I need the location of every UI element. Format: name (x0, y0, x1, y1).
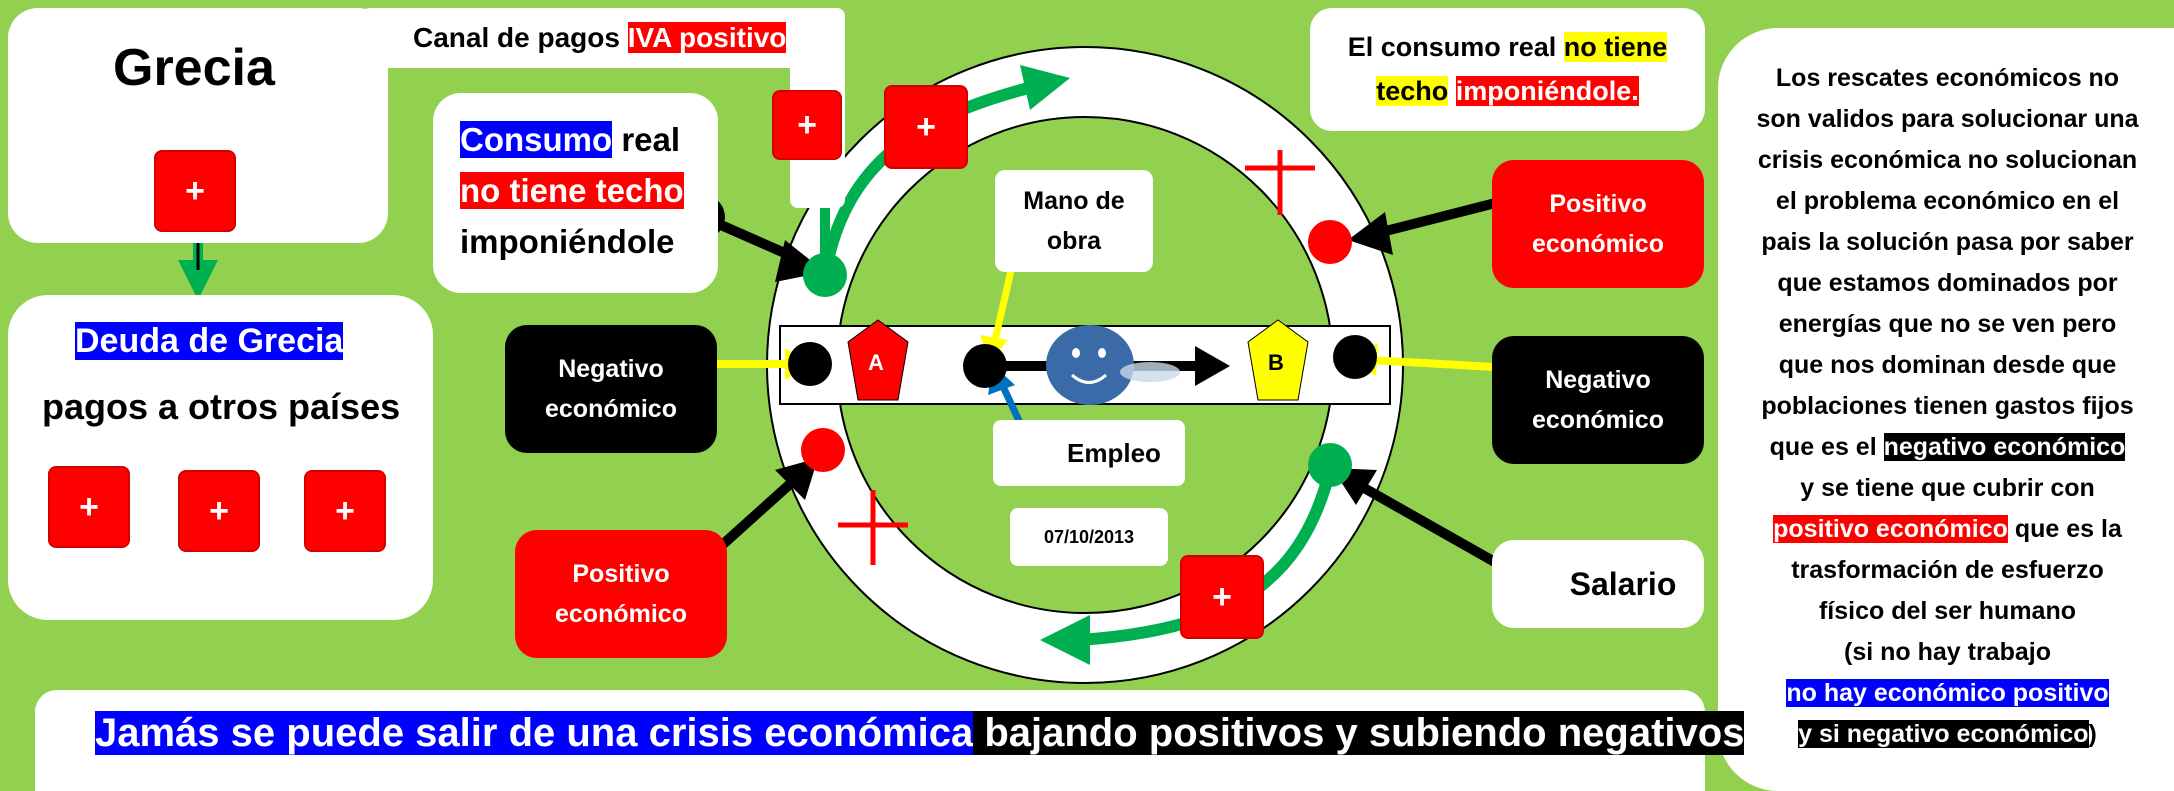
empleo-box: Empleo (993, 420, 1185, 486)
negativo-economico-left: Negativo económico (505, 325, 717, 453)
consumo-left-text: Consumo real no tiene techo imponiéndole (460, 121, 684, 260)
node-green-top-left (803, 253, 847, 297)
pentagon-a-label: A (868, 350, 884, 375)
canal-highlight: IVA positivo (627, 22, 787, 53)
consumo-right-text: El consumo real no tiene techo imponiénd… (1347, 32, 1668, 106)
outer-ring (766, 46, 1404, 684)
grecia-title: Grecia (113, 39, 275, 97)
bottom-banner-text: Jamás se puede salir de una crisis econó… (95, 711, 1745, 755)
canal-label: Canal de pagos IVA positivo (413, 22, 787, 54)
ring-plus-small[interactable]: + (772, 90, 842, 160)
deuda-subtitle: pagos a otros países (42, 386, 401, 427)
ring-plus-bottom[interactable]: + (1180, 555, 1264, 639)
smiley-face-icon (1046, 325, 1134, 405)
grecia-plus-button[interactable]: + (154, 150, 236, 232)
salario-box: Salario (1492, 540, 1704, 628)
deuda-plus-2[interactable]: + (178, 470, 260, 552)
node-black-left (788, 342, 832, 386)
deuda-plus-3[interactable]: + (304, 470, 386, 552)
canal-text: Canal de pagos (413, 22, 628, 53)
positivo-economico-right: Positivo económico (1492, 160, 1704, 288)
negativo-economico-right: Negativo económico (1492, 336, 1704, 464)
node-red-bottom-left (801, 428, 845, 472)
right-panel (1718, 28, 2174, 791)
positivo-economico-left: Positivo económico (515, 530, 727, 658)
bottom-curve-arrowhead (1040, 615, 1090, 665)
ring-plus-top[interactable]: + (884, 85, 968, 169)
date-box: 07/10/2013 (1010, 508, 1168, 566)
pentagon-b-label: B (1268, 350, 1284, 375)
right-panel-text: Los rescates económicos no son validos p… (1756, 64, 2139, 748)
mano-de-obra-box: Mano de obra (995, 170, 1153, 272)
node-red-right (1308, 220, 1352, 264)
consumo-right-box (1310, 8, 1705, 131)
top-curve-arrowhead (1020, 65, 1070, 110)
node-green-right (1308, 443, 1352, 487)
deuda-title: Deuda de Grecia (75, 322, 344, 360)
node-black-right (1333, 335, 1377, 379)
deuda-plus-1[interactable]: + (48, 466, 130, 548)
